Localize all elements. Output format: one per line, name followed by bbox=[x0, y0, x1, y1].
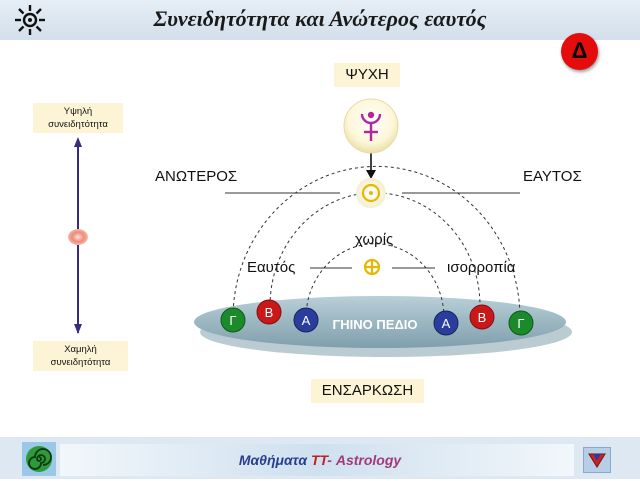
circle-gamma-left: Γ bbox=[220, 307, 246, 333]
earth-symbol-icon bbox=[360, 255, 384, 279]
scale-arrow-down bbox=[74, 324, 82, 334]
incarnation-label: ΕΝΣΑΡΚΩΣΗ bbox=[311, 379, 424, 403]
header-bar bbox=[0, 0, 640, 40]
sun-logo-icon bbox=[14, 4, 46, 36]
middle-arc bbox=[269, 192, 481, 307]
spiral-icon[interactable] bbox=[22, 442, 56, 476]
circle-alpha-left: Α bbox=[293, 307, 319, 333]
self-label: Εαυτός bbox=[247, 259, 296, 276]
sun-symbol-icon bbox=[356, 178, 386, 208]
circle-beta-right: Β bbox=[469, 304, 495, 330]
footer-title: Μαθήματα ΤΤ- Astrology bbox=[0, 452, 640, 468]
footer-title-part2: ΤΤ bbox=[310, 452, 328, 468]
down-arrow-nav-icon[interactable] bbox=[583, 447, 611, 473]
pluto-symbol-icon bbox=[343, 98, 399, 154]
footer-title-part1: Μαθήματα bbox=[238, 452, 311, 468]
circle-alpha-right: Α bbox=[433, 310, 459, 336]
low-line1: Χαμηλή bbox=[64, 344, 97, 355]
footer-banner bbox=[60, 444, 574, 476]
outer-arc bbox=[232, 166, 521, 319]
scale-marker-dot bbox=[68, 229, 88, 245]
high-line1: Υψηλή bbox=[63, 106, 93, 117]
circle-beta-left-label: Β bbox=[265, 305, 274, 320]
circle-gamma-right: Γ bbox=[508, 310, 534, 336]
low-line2: συνειδητότητα bbox=[50, 357, 111, 368]
footer-title-part3: - Astrology bbox=[327, 452, 402, 468]
earth-field-label: ΓΗΙΝΟ ΠΕΔΙΟ bbox=[332, 317, 417, 332]
circle-alpha-right-label: Α bbox=[442, 316, 451, 331]
page-title: Συνειδητότητα και Ανώτερος εαυτός bbox=[153, 6, 487, 31]
soul-label: ΨΥΧΗ bbox=[334, 63, 400, 87]
high-consciousness-label: Υψηλή συνειδητότητα bbox=[33, 103, 123, 133]
circle-gamma-left-label: Γ bbox=[229, 313, 236, 328]
delta-badge[interactable]: Δ bbox=[561, 33, 598, 70]
self-upper-label: ΕΑΥΤΟΣ bbox=[523, 168, 582, 185]
circle-beta-left: Β bbox=[256, 299, 282, 325]
without-label: χωρίς bbox=[355, 231, 394, 248]
circle-alpha-left-label: Α bbox=[302, 313, 311, 328]
circle-gamma-right-label: Γ bbox=[517, 316, 524, 331]
circle-beta-right-label: Β bbox=[478, 310, 487, 325]
low-consciousness-label: Χαμηλή συνειδητότητα bbox=[33, 341, 128, 371]
soul-arrow-head bbox=[366, 170, 376, 179]
higher-label: ΑΝΩΤΕΡΟΣ bbox=[155, 168, 238, 185]
balance-label: ισορροπία bbox=[447, 259, 516, 276]
high-line2: συνειδητότητα bbox=[48, 119, 108, 130]
scale-arrow-up bbox=[74, 137, 82, 147]
